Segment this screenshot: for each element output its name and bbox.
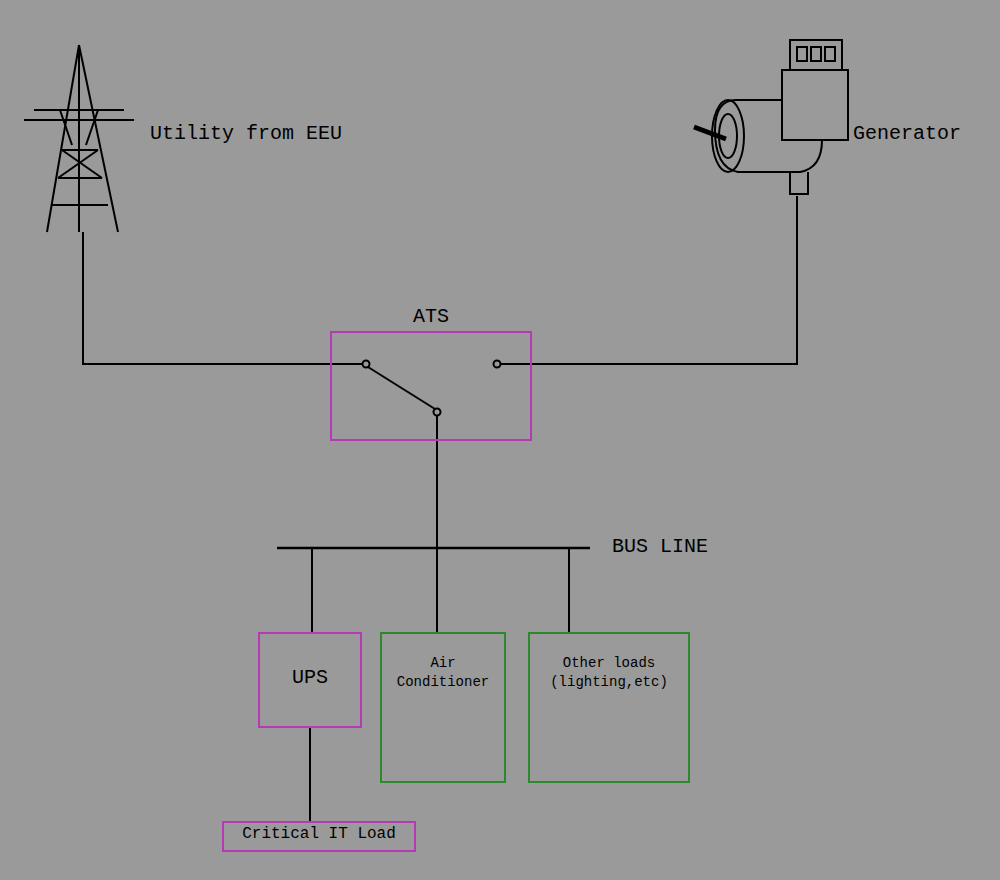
source-label: Utility from EEU — [150, 122, 342, 145]
box-label: Critical IT Load — [242, 824, 396, 846]
box-label: ATS — [413, 303, 449, 330]
bus-label: BUS LINE — [612, 535, 708, 558]
box-label: UPS — [292, 664, 328, 691]
power-wire — [309, 728, 311, 821]
generator-symbol — [694, 40, 848, 194]
load-box: Air Conditioner — [380, 632, 506, 783]
ups-box: UPS — [258, 632, 362, 728]
feeder-wires — [83, 196, 797, 548]
power-wire — [437, 441, 569, 632]
load-box: Other loads (lighting,etc) — [528, 632, 690, 783]
switch-contacts — [363, 361, 501, 416]
load-box: Critical IT Load — [222, 821, 416, 852]
switch-box: ATS — [330, 331, 532, 441]
power-wire — [312, 441, 437, 632]
source-label: Generator — [853, 122, 961, 145]
box-label: Other loads (lighting,etc) — [536, 654, 682, 692]
box-label: Air Conditioner — [388, 654, 498, 692]
utility-tower — [24, 45, 134, 232]
